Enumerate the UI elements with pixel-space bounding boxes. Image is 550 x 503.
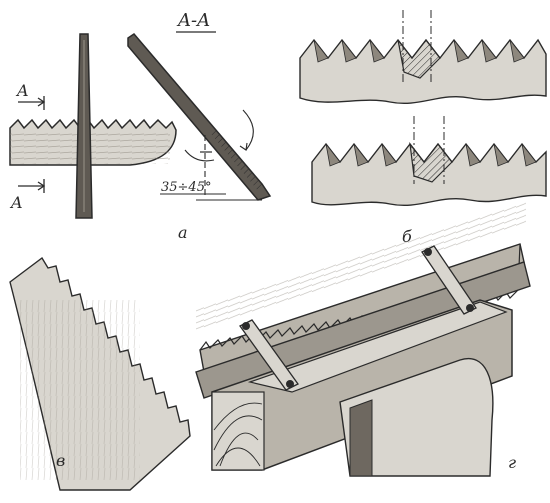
panel-g: г [195,201,531,477]
section-title: A-A [176,10,210,31]
section-mark-a-bottom: A [9,179,46,212]
panel-v: в [9,256,191,491]
panel-label-b: б [402,227,412,246]
section-mark-label-top: A [15,81,29,100]
tooth-hatched-top [397,39,441,79]
bench-leg [339,357,494,477]
section-mark-label-bottom: A [9,193,23,212]
panel-a: A A A-A 35÷45° а [9,10,272,242]
section-mark-a-top: A [15,81,46,110]
vise-block-top [247,301,508,393]
panel-label-a: а [178,223,188,242]
clamp-right [421,245,477,315]
clamp-left [239,319,299,391]
file-teeth-rasp [211,129,265,193]
angle-range-label: 35÷45° [161,180,211,195]
panel-label-v: в [56,451,65,470]
end-grain [211,391,265,471]
panel-label-g: г [508,453,516,472]
panel-b: б [299,10,547,246]
